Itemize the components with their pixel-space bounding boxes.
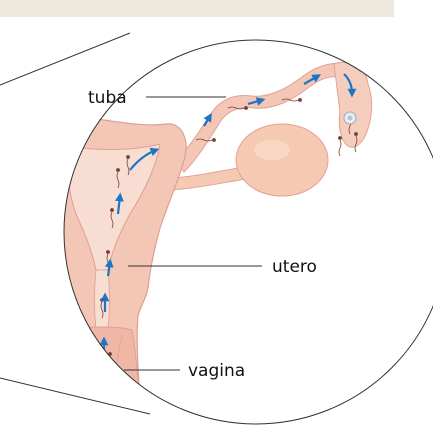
magnifier-line-top [0,33,130,85]
label-utero: utero [272,257,317,277]
vagina-canal [66,327,140,404]
label-vagina: vagina [188,361,245,381]
magnifier-line-bottom [0,378,150,414]
anatomy-illustration [20,62,372,404]
left-tube [20,143,72,166]
top-banner [0,0,394,17]
label-tuba: tuba [88,88,127,108]
ovary [236,124,328,196]
